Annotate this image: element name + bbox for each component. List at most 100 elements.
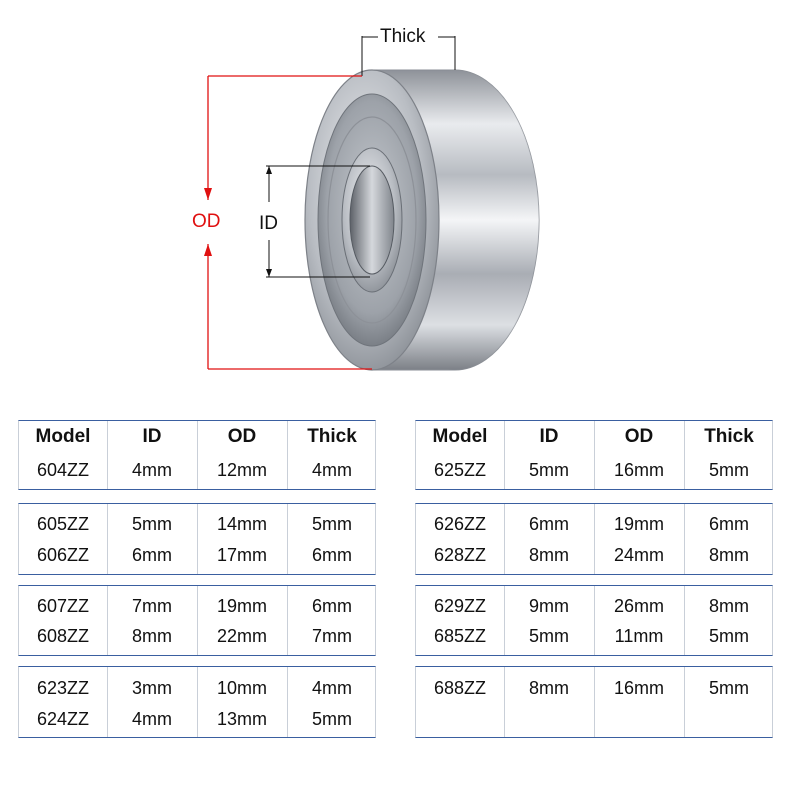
header-od: OD — [624, 426, 654, 447]
cell-model: 685ZZ — [433, 625, 487, 646]
bearing-diagram: Thick OD ID — [192, 26, 540, 371]
cell-od: 16mm — [613, 677, 664, 698]
cell-thick: 7mm — [312, 625, 352, 646]
cell-thick — [684, 704, 774, 734]
column-divider — [594, 667, 595, 737]
column-divider — [287, 421, 288, 489]
column-divider — [287, 667, 288, 737]
cell-model: 625ZZ — [433, 459, 487, 480]
cell-model: 623ZZ — [36, 677, 90, 698]
column-divider — [197, 586, 198, 655]
id-dimension-label: ID — [259, 213, 278, 234]
cell-od: 19mm — [613, 513, 664, 534]
cell-id: 6mm — [132, 544, 172, 565]
column-divider — [684, 586, 685, 655]
cell-thick: 4mm — [312, 459, 352, 480]
cell-thick: 5mm — [312, 513, 352, 534]
cell-model: 629ZZ — [433, 595, 487, 616]
cell-model: 606ZZ — [36, 544, 90, 565]
cell-thick: 5mm — [709, 459, 749, 480]
header-model: Model — [35, 426, 91, 447]
header-id: ID — [142, 426, 162, 447]
table-row: 608ZZ 8mm 22mm 7mm — [19, 621, 377, 651]
cell-id: 7mm — [132, 595, 172, 616]
cell-od: 24mm — [613, 544, 664, 565]
cell-od: 13mm — [216, 708, 267, 729]
cell-od: 12mm — [216, 459, 267, 480]
table-row: 685ZZ 5mm 11mm 5mm — [416, 621, 774, 651]
column-divider — [594, 586, 595, 655]
cell-id: 5mm — [529, 625, 569, 646]
cell-thick: 5mm — [709, 625, 749, 646]
cell-id: 8mm — [529, 544, 569, 565]
cell-od — [594, 704, 684, 734]
cell-model: 604ZZ — [36, 459, 90, 480]
column-divider — [594, 421, 595, 489]
column-divider — [684, 504, 685, 574]
cell-thick: 6mm — [312, 544, 352, 565]
cell-id: 4mm — [132, 708, 172, 729]
cell-model: 626ZZ — [433, 513, 487, 534]
cell-id: 6mm — [529, 513, 569, 534]
column-divider — [107, 667, 108, 737]
cell-model: 688ZZ — [433, 677, 487, 698]
column-divider — [684, 421, 685, 489]
cell-thick: 8mm — [709, 544, 749, 565]
cell-model: 608ZZ — [36, 625, 90, 646]
column-divider — [197, 421, 198, 489]
column-divider — [504, 504, 505, 574]
column-divider — [107, 421, 108, 489]
cell-thick: 8mm — [709, 595, 749, 616]
cell-model — [416, 704, 504, 734]
table-row-group: 688ZZ 8mm 16mm 5mm — [415, 666, 773, 738]
cell-thick: 4mm — [312, 677, 352, 698]
cell-id — [504, 704, 594, 734]
cell-id: 3mm — [132, 677, 172, 698]
column-divider — [504, 586, 505, 655]
cell-od: 22mm — [216, 625, 267, 646]
header-id: ID — [539, 426, 559, 447]
header-thick: Thick — [307, 426, 357, 447]
cell-od: 11mm — [614, 625, 664, 646]
cell-od: 19mm — [216, 595, 267, 616]
cell-id: 8mm — [132, 625, 172, 646]
cell-thick: 5mm — [312, 708, 352, 729]
cell-id: 5mm — [132, 513, 172, 534]
cell-id: 4mm — [132, 459, 172, 480]
cell-od: 14mm — [216, 513, 267, 534]
cell-id: 8mm — [529, 677, 569, 698]
column-divider — [287, 504, 288, 574]
cell-model: 607ZZ — [36, 595, 90, 616]
cell-od: 26mm — [613, 595, 664, 616]
thick-dimension-label: Thick — [380, 26, 426, 47]
table-row: 688ZZ 8mm 16mm 5mm — [416, 673, 774, 703]
cell-thick: 5mm — [709, 677, 749, 698]
cell-model: 605ZZ — [36, 513, 90, 534]
table-row — [416, 704, 774, 734]
table-row: 623ZZ 3mm 10mm 4mm — [19, 673, 377, 703]
column-divider — [504, 667, 505, 737]
column-divider — [684, 667, 685, 737]
table-row: 605ZZ 5mm 14mm 5mm — [19, 509, 377, 539]
header-thick: Thick — [704, 426, 754, 447]
table-row: 604ZZ 4mm 12mm 4mm — [19, 455, 377, 485]
column-divider — [504, 421, 505, 489]
cell-od: 10mm — [216, 677, 267, 698]
cell-od: 16mm — [613, 459, 664, 480]
column-divider — [287, 586, 288, 655]
